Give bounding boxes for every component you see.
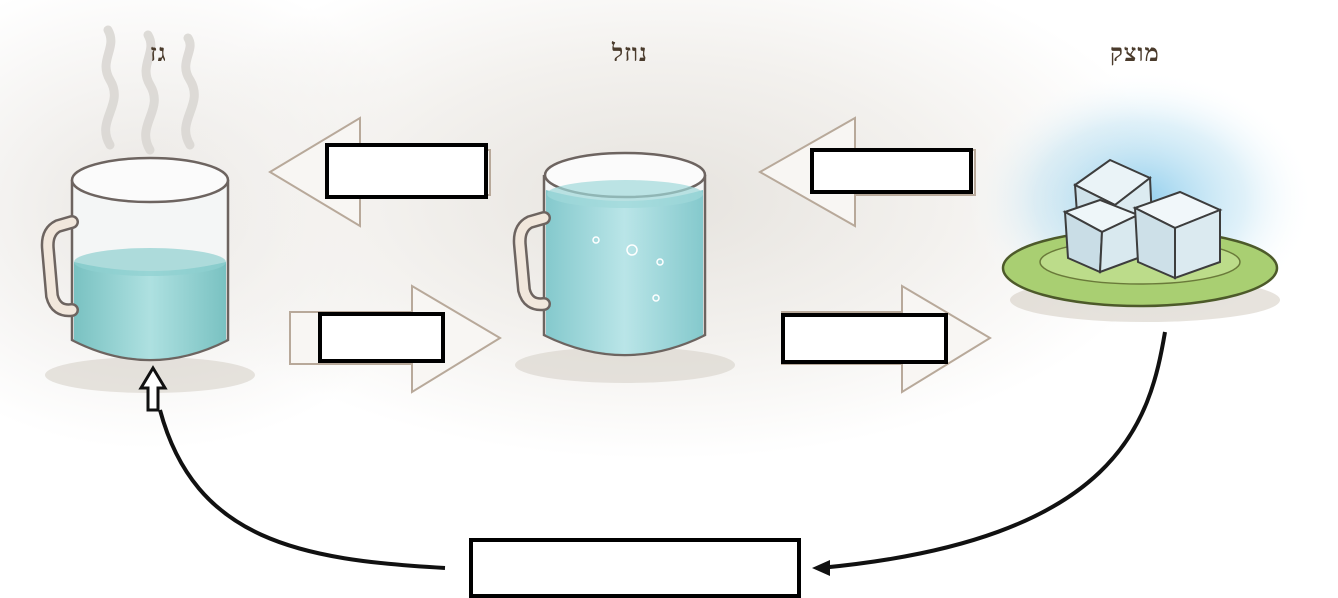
label-liquid: נוזל	[612, 38, 648, 67]
answer-box-liquid-to-solid[interactable]	[781, 313, 948, 364]
answer-box-gas-to-liquid[interactable]	[318, 312, 445, 363]
liquid-mug-icon	[512, 151, 735, 383]
up-arrow-icon	[138, 365, 168, 412]
ice-cubes-on-plate-icon	[1001, 158, 1280, 322]
curve-arrowhead-icon	[812, 560, 830, 576]
gas-mug-icon	[40, 156, 255, 393]
steam-icon	[101, 25, 199, 155]
answer-box-solid-to-liquid[interactable]	[810, 148, 973, 194]
label-gas: גז	[150, 38, 167, 67]
answer-box-liquid-to-gas[interactable]	[325, 143, 488, 199]
label-solid: מוצק	[1110, 38, 1160, 67]
sublimation-curve	[158, 331, 1167, 570]
answer-box-solid-to-gas[interactable]	[469, 538, 801, 598]
